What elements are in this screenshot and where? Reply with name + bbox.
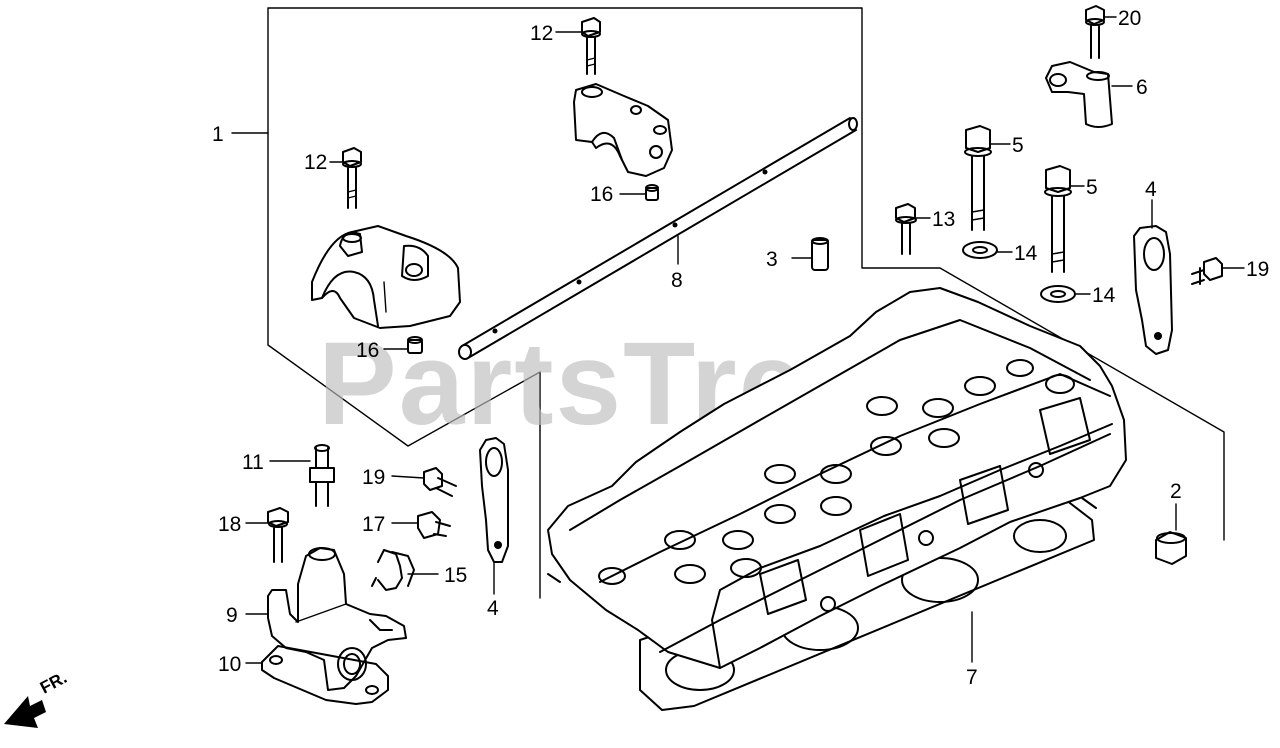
callout-1: 1 bbox=[212, 123, 224, 146]
callout-14: 14 bbox=[1092, 284, 1116, 307]
stud-bolt-11 bbox=[309, 444, 335, 507]
bolt-12-upper bbox=[581, 17, 601, 75]
front-marker-label: FR. bbox=[37, 668, 70, 698]
callout-4: 4 bbox=[1145, 178, 1157, 201]
callout-12: 12 bbox=[304, 151, 327, 174]
dowel-pin-3 bbox=[811, 237, 829, 271]
callout-4: 4 bbox=[487, 597, 499, 620]
assembly-outline-1 bbox=[231, 7, 1225, 599]
callout-6: 6 bbox=[1136, 76, 1148, 99]
dowel-pin-16-upper bbox=[645, 184, 659, 201]
callout-2: 2 bbox=[1170, 480, 1182, 503]
callout-19: 19 bbox=[1246, 258, 1269, 281]
callout-18: 18 bbox=[218, 513, 241, 536]
callout-5: 5 bbox=[1086, 176, 1098, 199]
bolt-18 bbox=[267, 507, 289, 563]
callout-14: 14 bbox=[1014, 242, 1038, 265]
hose-clip-15 bbox=[371, 549, 415, 591]
rocker-holder-lower bbox=[311, 225, 461, 329]
callout-16: 16 bbox=[590, 183, 613, 206]
callout-8: 8 bbox=[671, 269, 683, 292]
bolt-20 bbox=[1085, 5, 1105, 59]
callout-3: 3 bbox=[766, 248, 778, 271]
bolt-13 bbox=[895, 203, 917, 255]
rocker-shaft bbox=[458, 117, 858, 360]
bracket-6 bbox=[1045, 61, 1113, 128]
bolt-12-lower bbox=[342, 147, 362, 209]
washer-14-rear bbox=[1040, 285, 1076, 303]
callout-5: 5 bbox=[1012, 134, 1024, 157]
bolt-2 bbox=[1155, 531, 1187, 565]
rocker-holder-upper bbox=[573, 83, 673, 177]
callout-11: 11 bbox=[242, 451, 264, 474]
callout-17: 17 bbox=[362, 513, 385, 536]
gasket-10 bbox=[261, 645, 389, 705]
bolt-19-left bbox=[423, 467, 457, 497]
washer-14-front bbox=[962, 241, 998, 259]
callout-12: 12 bbox=[530, 22, 553, 45]
callout-16: 16 bbox=[356, 339, 379, 362]
dowel-pin-16-lower bbox=[407, 336, 423, 354]
engine-hanger-4-right bbox=[1133, 225, 1173, 355]
cylinder-head bbox=[547, 287, 1127, 669]
callout-20: 20 bbox=[1118, 7, 1141, 30]
callout-7: 7 bbox=[966, 666, 978, 689]
bolt-5-rear bbox=[1044, 165, 1072, 273]
water-outlet-9 bbox=[267, 547, 407, 691]
callout-10: 10 bbox=[218, 653, 241, 676]
callout-19: 19 bbox=[362, 466, 385, 489]
callout-labels: 1 12 12 16 16 8 3 13 5 5 14 14 20 6 4 4 … bbox=[212, 7, 1269, 689]
callout-13: 13 bbox=[932, 208, 955, 231]
bolt-5-front bbox=[964, 125, 992, 231]
bolt-19-right bbox=[1191, 257, 1223, 285]
callout-9: 9 bbox=[226, 604, 238, 627]
engine-hanger-4-left bbox=[479, 437, 509, 563]
front-direction-marker: FR. bbox=[4, 668, 70, 728]
callout-15: 15 bbox=[444, 564, 467, 587]
front-arrow-icon bbox=[4, 696, 46, 728]
leader-lines bbox=[245, 16, 1245, 664]
bolt-17 bbox=[417, 511, 451, 539]
